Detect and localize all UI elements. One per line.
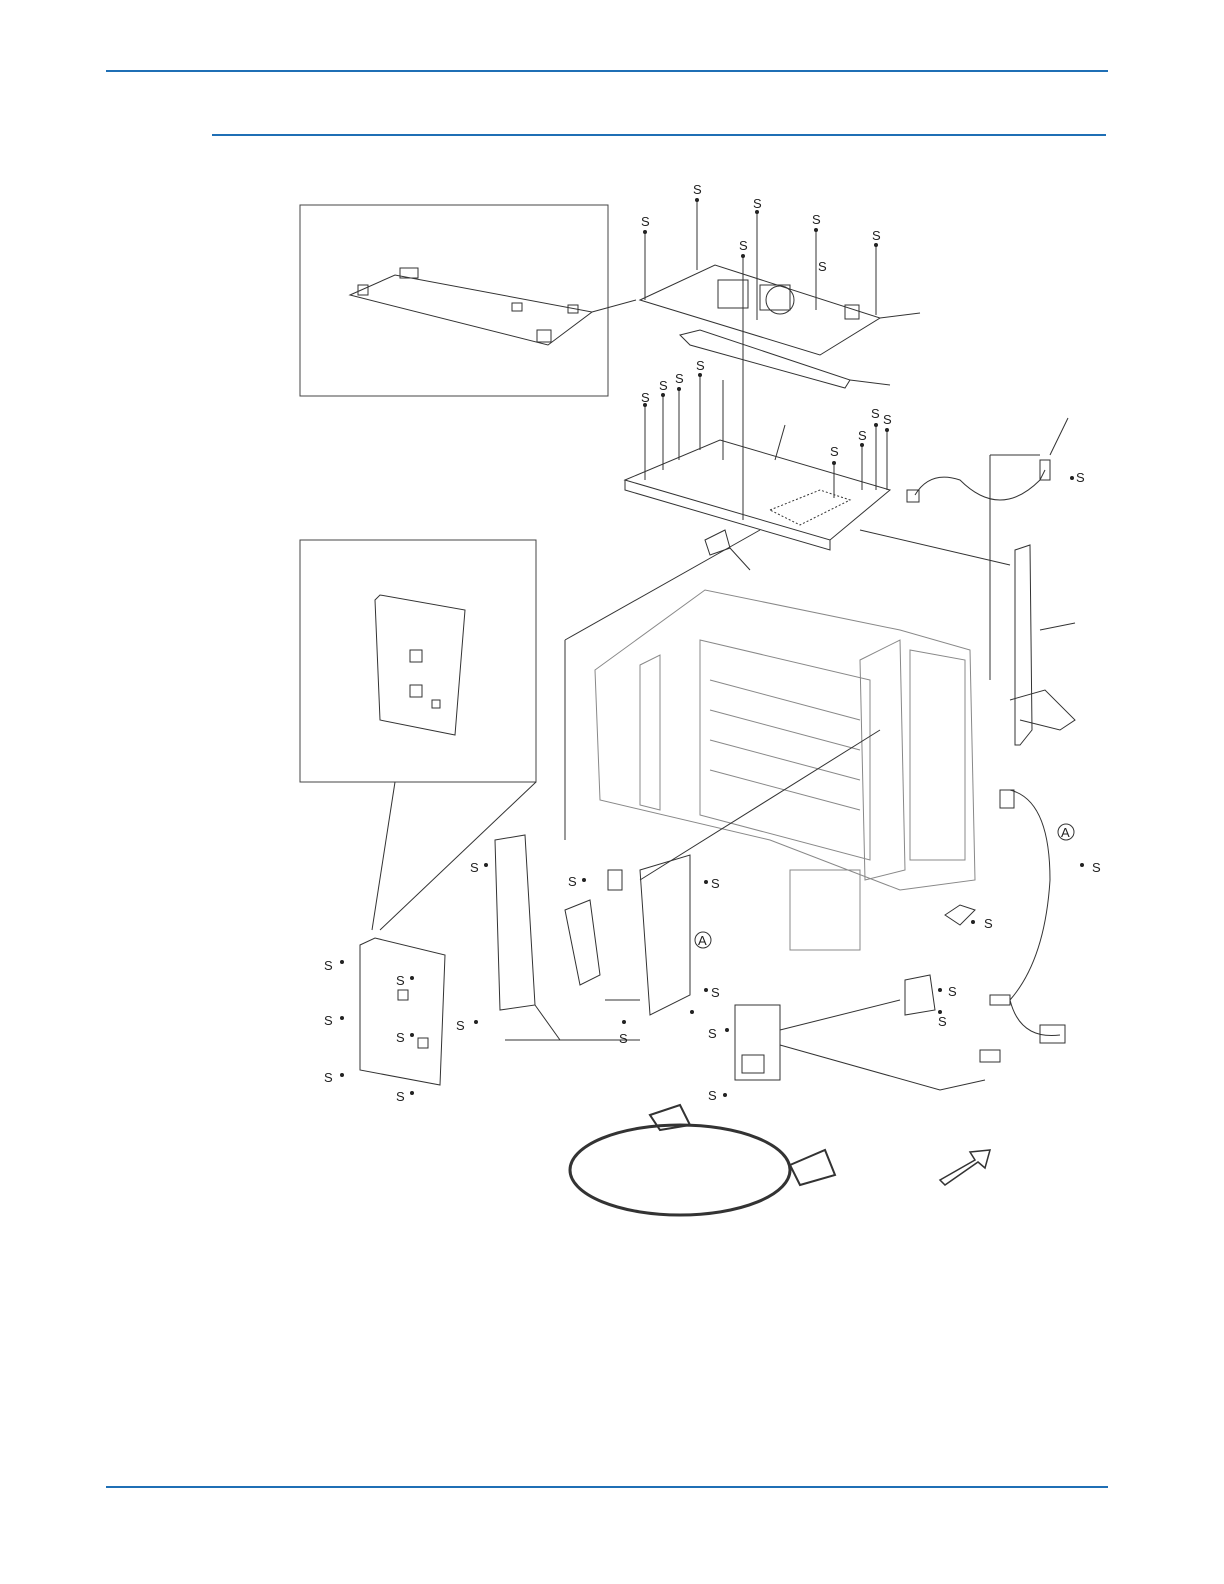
screw-label: S xyxy=(812,212,821,227)
screw-label: S xyxy=(641,214,650,229)
harness-top xyxy=(915,470,1045,500)
screw-label: S xyxy=(396,1089,405,1104)
right-rail xyxy=(1015,545,1032,745)
screw-label: S xyxy=(693,182,702,197)
screw-label: S xyxy=(708,1088,717,1103)
screw-label: S xyxy=(753,196,762,211)
harness-lower xyxy=(1010,790,1060,1036)
interlock-switch xyxy=(945,905,975,925)
screw-label: S xyxy=(659,378,668,393)
mcu-board xyxy=(360,938,445,1085)
connector-label: A xyxy=(698,933,707,948)
inset-connector xyxy=(512,303,522,311)
inset-connector xyxy=(358,285,368,295)
inset-mcu-board xyxy=(375,595,465,735)
hvps-bracket xyxy=(640,855,690,1015)
screw-label: S xyxy=(711,985,720,1000)
screw-label: S xyxy=(858,428,867,443)
connector-callouts: A A xyxy=(695,824,1074,948)
screw-label: S xyxy=(739,238,748,253)
screw-label: S xyxy=(948,984,957,999)
screw-label: S xyxy=(830,444,839,459)
screw-label: S xyxy=(1076,470,1085,485)
screw-label: S xyxy=(1092,860,1101,875)
psu-capacitor xyxy=(760,285,790,310)
screw-label: S xyxy=(696,358,705,373)
power-cord xyxy=(570,1125,790,1215)
screw-label: S xyxy=(324,1013,333,1028)
psu-board-inset xyxy=(300,205,608,396)
fuse-bracket xyxy=(905,975,935,1015)
lvps-chassis-plate xyxy=(625,440,890,540)
screw-label: S xyxy=(883,412,892,427)
main-frame xyxy=(595,590,975,950)
screw-label: S xyxy=(711,876,720,891)
front-direction-arrow xyxy=(940,1150,990,1185)
screw-label: S xyxy=(396,973,405,988)
screw-label: S xyxy=(938,1014,947,1029)
screw-label: S xyxy=(470,860,479,875)
screw-label: S xyxy=(708,1026,717,1041)
small-plate xyxy=(608,870,622,890)
screw-label: S xyxy=(984,916,993,931)
screw-label: S xyxy=(456,1018,465,1033)
screw-label: S xyxy=(396,1030,405,1045)
mcu-shield xyxy=(495,835,535,1010)
screw-label: S xyxy=(324,958,333,973)
latch xyxy=(565,900,600,985)
mcu-board-inset xyxy=(300,540,536,782)
inset-transformer xyxy=(537,330,551,342)
inset-psu-board xyxy=(350,275,592,345)
vent-grid xyxy=(770,490,850,525)
small-bracket xyxy=(705,530,730,555)
screw-label: S xyxy=(871,406,880,421)
screw-label: S xyxy=(872,228,881,243)
screw-label: S xyxy=(641,390,650,405)
connector-label: A xyxy=(1061,825,1070,840)
screw-label: S xyxy=(619,1031,628,1046)
screw-label: S xyxy=(324,1070,333,1085)
screw-label: S xyxy=(675,371,684,386)
screw-label: S xyxy=(818,259,827,274)
screw-markers xyxy=(340,198,1084,1097)
screw-label: S xyxy=(568,874,577,889)
